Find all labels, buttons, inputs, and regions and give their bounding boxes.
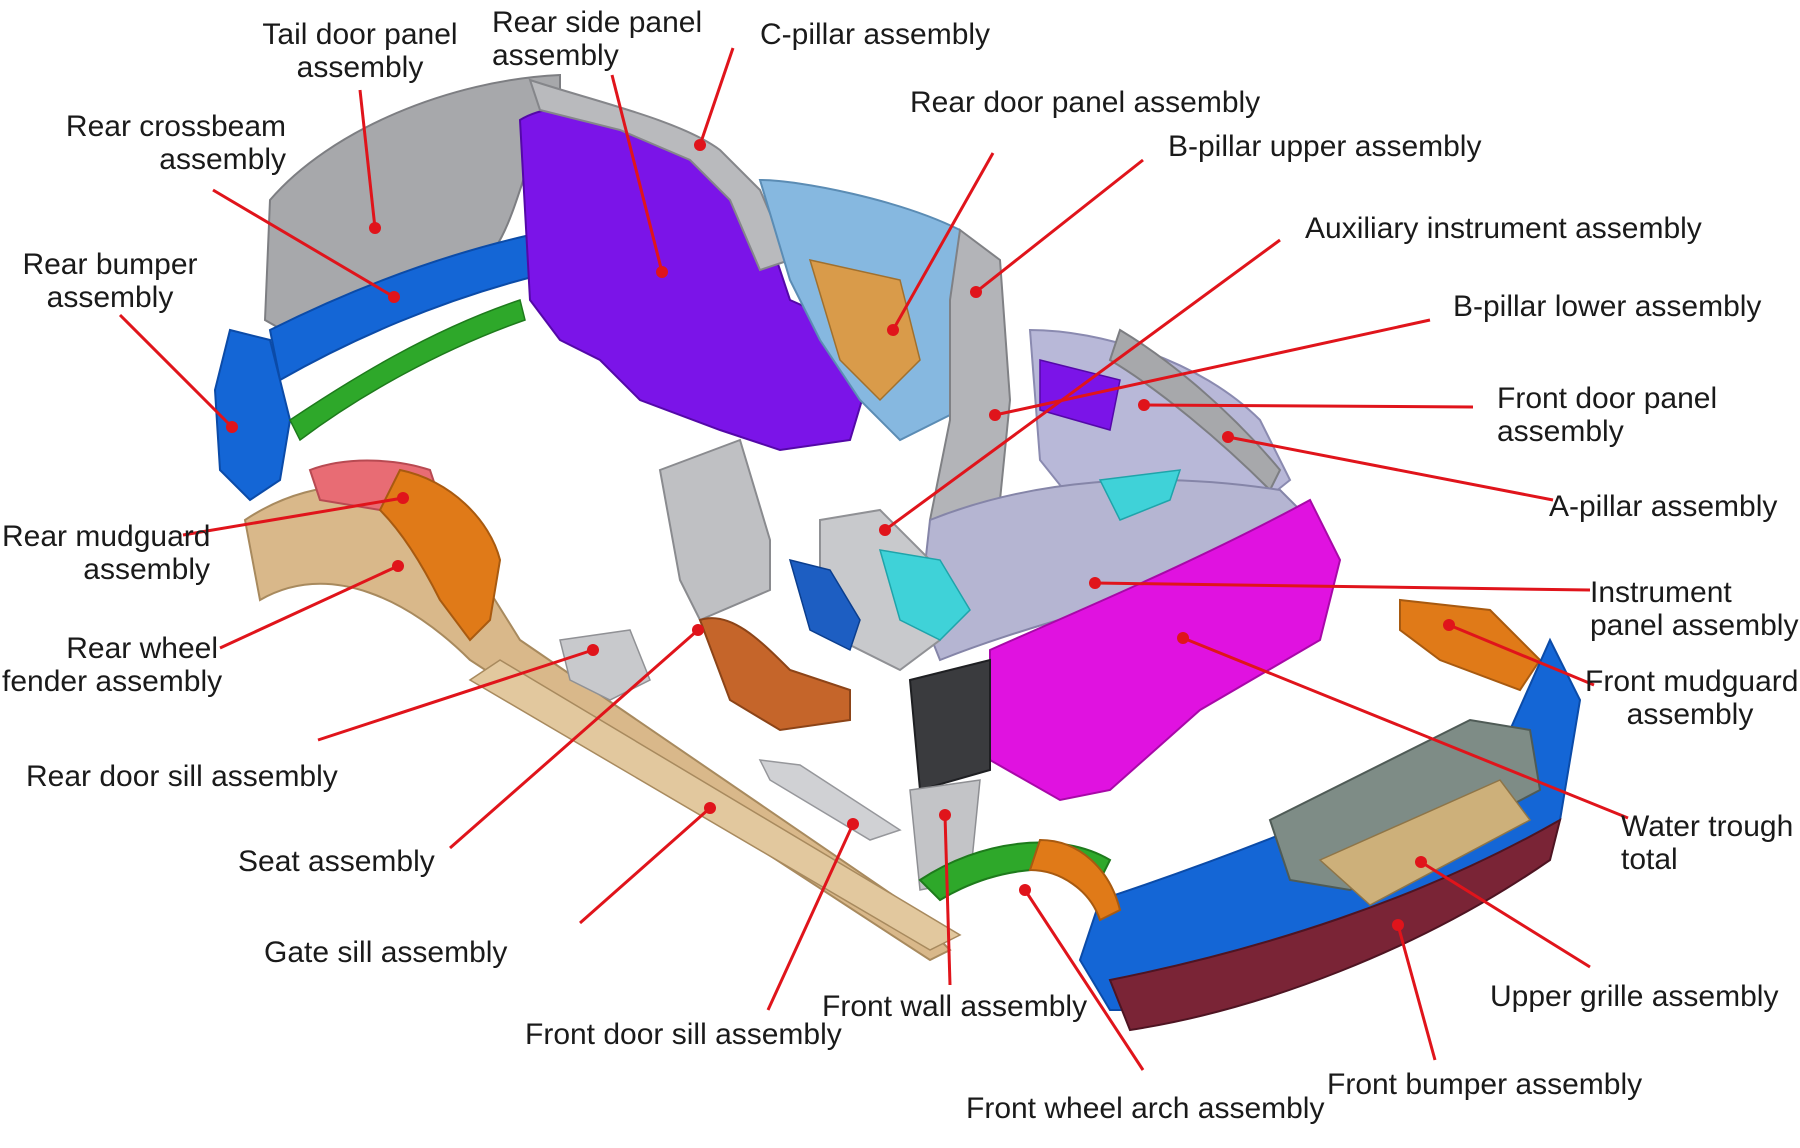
leader-front-mudguard: [1448, 623, 1595, 687]
label-front-door-panel: Front door panel assembly: [1497, 382, 1718, 448]
label-rear-door-panel: Rear door panel assembly: [910, 86, 1261, 119]
rear-trim-part: [289, 299, 526, 442]
label-front-mudguard: Front mudguard assembly: [1585, 665, 1799, 731]
label-instrument-panel: Instrument panel assembly: [1590, 576, 1799, 642]
rear-bumper-part: [213, 328, 292, 502]
leader-front-door-sill: [766, 823, 855, 1011]
label-rear-bumper: Rear bumper assembly: [22, 248, 198, 314]
front-door-sill-part: [758, 759, 902, 841]
leader-b-pillar-lower: [994, 318, 1431, 417]
water-trough-part: [989, 498, 1342, 802]
leader-rear-bumper: [118, 313, 234, 429]
rear-door-inner-part: [808, 258, 921, 402]
leader-seat: [449, 628, 699, 850]
c-pillar-part: [528, 78, 792, 272]
rear-wheel-fender-part: [378, 468, 502, 642]
label-water-trough: Water trough total: [1621, 810, 1794, 876]
label-a-pillar: A-pillar assembly: [1549, 490, 1778, 523]
upper-grille-part: [1318, 779, 1532, 906]
leader-water-trough: [1182, 636, 1629, 820]
leader-front-wall: [943, 814, 952, 986]
auxiliary-cyan-part: [878, 549, 971, 641]
label-front-wheel-arch: Front wheel arch assembly: [966, 1092, 1325, 1125]
leader-dots: [226, 139, 1455, 931]
label-rear-door-sill: Rear door sill assembly: [26, 760, 338, 793]
label-front-bumper: Front bumper assembly: [1327, 1068, 1643, 1101]
leader-front-door-panel: [1143, 403, 1474, 409]
label-tail-door-panel: Tail door panel assembly: [262, 18, 458, 84]
leader-gate-sill: [579, 806, 711, 925]
label-b-pillar-upper: B-pillar upper assembly: [1168, 130, 1482, 163]
leader-rear-side: [610, 74, 664, 273]
cyan-bracket-part: [1098, 469, 1182, 521]
label-gate-sill: Gate sill assembly: [264, 936, 508, 969]
leader-front-bumper: [1396, 924, 1437, 1061]
label-rear-side-panel: Rear side panel assembly: [492, 6, 703, 72]
front-bumper-lower-part: [1108, 817, 1562, 1032]
label-upper-grille: Upper grille assembly: [1490, 980, 1779, 1013]
leader-tail-door: [358, 89, 377, 229]
label-rear-crossbeam: Rear crossbeam assembly: [65, 110, 286, 176]
front-wall-part: [908, 658, 991, 792]
seat-part: [698, 617, 851, 732]
upper-grille-frame: [1268, 718, 1542, 892]
leader-upper-grille: [1420, 860, 1591, 969]
seat-back-panel-part: [658, 438, 771, 622]
leader-rear-wheel-fender: [219, 564, 399, 650]
label-c-pillar: C-pillar assembly: [760, 18, 991, 51]
label-b-pillar-lower: B-pillar lower assembly: [1453, 290, 1762, 323]
leader-rear-door-panel: [891, 152, 995, 331]
label-rear-wheel-fender: Rear wheel fender assembly: [2, 632, 223, 698]
label-front-wall: Front wall assembly: [822, 990, 1088, 1023]
front-wheel-arch-orange: [1028, 838, 1122, 922]
leader-instrument-panel: [1094, 581, 1591, 592]
label-front-door-sill: Front door sill assembly: [525, 1018, 842, 1051]
label-auxiliary-instrument: Auxiliary instrument assembly: [1305, 212, 1702, 245]
leader-rear-crossbeam: [212, 188, 395, 299]
leader-rear-mudguard: [182, 496, 404, 537]
leader-b-pillar-upper: [975, 158, 1144, 294]
leader-c-pillar: [698, 47, 735, 146]
label-seat: Seat assembly: [238, 845, 435, 878]
leader-aux-instrument: [884, 238, 1281, 532]
leader-front-wheel-arch: [1023, 889, 1145, 1071]
front-mudguard-part: [1399, 598, 1542, 692]
leader-a-pillar: [1227, 435, 1554, 502]
label-rear-mudguard: Rear mudguard assembly: [2, 520, 211, 586]
auxiliary-blue-part: [788, 558, 861, 652]
leader-lines: [118, 47, 1629, 1071]
leader-rear-door-sill: [317, 648, 594, 742]
